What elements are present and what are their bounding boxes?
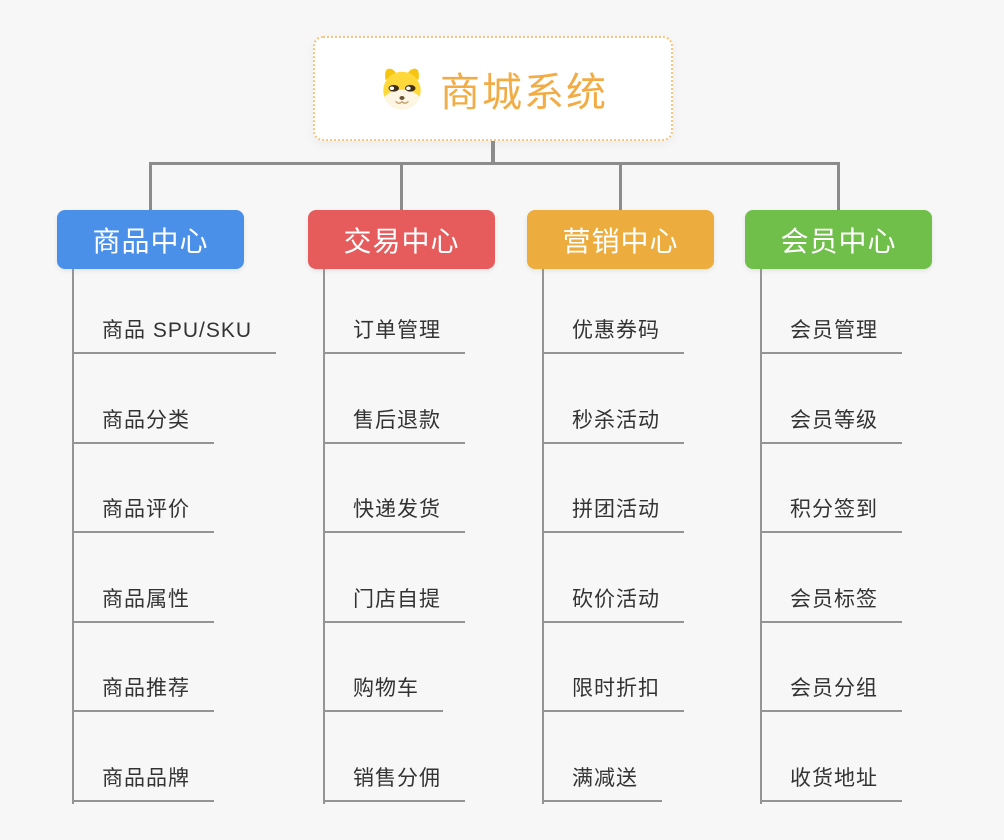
branch-node[interactable]: 交易中心 (308, 210, 495, 269)
branch-item[interactable]: 销售分佣 (323, 766, 465, 802)
branch-label: 会员中心 (780, 225, 897, 257)
branch-item[interactable]: 会员等级 (760, 408, 902, 444)
branch-item[interactable]: 会员标签 (760, 587, 902, 623)
connector-line (149, 162, 840, 165)
branch-node[interactable]: 商品中心 (57, 210, 244, 269)
branch-item[interactable]: 商品品牌 (72, 766, 214, 802)
branch-item[interactable]: 收货地址 (760, 766, 902, 802)
branch-item[interactable]: 会员分组 (760, 676, 902, 712)
connector-line (619, 162, 622, 210)
branch-item[interactable]: 拼团活动 (542, 497, 684, 533)
branch-trunk-line (72, 269, 74, 804)
branch-item[interactable]: 砍价活动 (542, 587, 684, 623)
branch-item[interactable]: 商品 SPU/SKU (72, 318, 277, 354)
branch-trunk-line (760, 269, 762, 804)
branch-label: 商品中心 (92, 225, 209, 257)
branch-item[interactable]: 售后退款 (323, 408, 465, 444)
branch-item[interactable]: 限时折扣 (542, 676, 684, 712)
connector-line (491, 141, 495, 165)
branch-item[interactable]: 满减送 (542, 766, 662, 802)
branch-item[interactable]: 商品评价 (72, 497, 214, 533)
branch-node[interactable]: 会员中心 (745, 210, 932, 269)
branch-trunk-line (542, 269, 544, 804)
branch-label: 交易中心 (343, 225, 460, 257)
connector-line (400, 162, 403, 210)
branch-item[interactable]: 商品推荐 (72, 676, 214, 712)
root-title: 商城系统 (440, 70, 608, 115)
branch-item[interactable]: 秒杀活动 (542, 408, 684, 444)
branch-trunk-line (323, 269, 325, 804)
branch-item[interactable]: 快递发货 (323, 497, 465, 533)
branch-item[interactable]: 商品属性 (72, 587, 214, 623)
root-node[interactable]: 商城系统 (313, 36, 673, 141)
branch-item[interactable]: 订单管理 (323, 318, 465, 354)
branch-item[interactable]: 购物车 (323, 676, 443, 712)
dog-face-icon (378, 65, 426, 113)
branch-item[interactable]: 商品分类 (72, 408, 214, 444)
branch-node[interactable]: 营销中心 (527, 210, 714, 269)
branch-item[interactable]: 积分签到 (760, 497, 902, 533)
branch-item[interactable]: 优惠券码 (542, 318, 684, 354)
connector-line (837, 162, 840, 210)
branch-item[interactable]: 会员管理 (760, 318, 902, 354)
branch-item[interactable]: 门店自提 (323, 587, 465, 623)
connector-line (149, 162, 152, 210)
branch-label: 营销中心 (562, 225, 679, 257)
